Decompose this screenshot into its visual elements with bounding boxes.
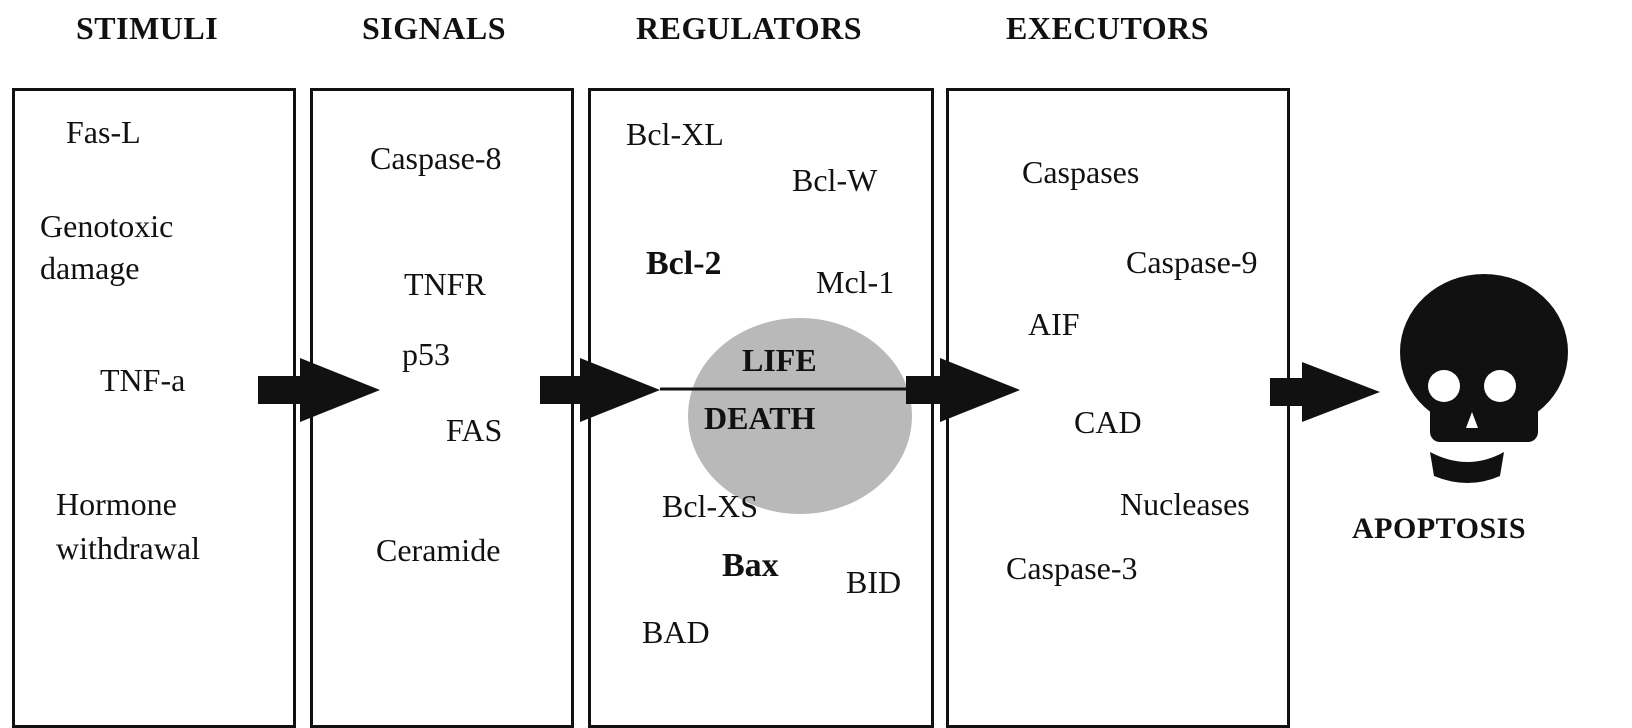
regulator-bid: BID — [846, 564, 902, 600]
arrow-right-icon — [540, 358, 660, 422]
executor-caspase-9: Caspase-9 — [1126, 244, 1258, 280]
regulator-bax: Bax — [722, 547, 779, 584]
signal-fas: FAS — [446, 412, 503, 448]
diagram-overlay — [258, 274, 1568, 483]
regulator-bcl-xl: Bcl-XL — [626, 116, 724, 152]
regulator-bcl-w: Bcl-W — [792, 162, 878, 198]
signals-box — [310, 88, 574, 728]
stimulus-genotoxic-line1: Genotoxic — [40, 208, 174, 244]
death-label: DEATH — [704, 400, 816, 436]
stimulus-fas-l: Fas-L — [66, 114, 141, 150]
outcome-apoptosis: APOPTOSIS — [1352, 512, 1526, 545]
header-regulators: REGULATORS — [636, 10, 863, 46]
stimulus-hormone-line2: withdrawal — [56, 530, 200, 566]
life-death-balance-circle — [688, 318, 912, 514]
stimuli-box — [12, 88, 296, 728]
arrow-right-icon — [258, 358, 380, 422]
executor-nucleases: Nucleases — [1120, 486, 1250, 522]
regulator-mcl-1: Mcl-1 — [816, 264, 895, 300]
header-stimuli: STIMULI — [76, 10, 219, 46]
stimulus-tnf-a: TNF-a — [100, 362, 186, 398]
signal-tnfr: TNFR — [404, 266, 486, 302]
regulator-bad: BAD — [642, 614, 710, 650]
arrow-right-icon — [906, 358, 1020, 422]
header-executors: EXECUTORS — [1006, 10, 1210, 46]
signal-p53: p53 — [402, 336, 450, 372]
skull-icon — [1400, 274, 1568, 483]
signal-caspase-8: Caspase-8 — [370, 140, 502, 176]
arrow-right-icon — [1270, 362, 1380, 422]
executor-caspase-3: Caspase-3 — [1006, 550, 1138, 586]
regulator-bcl-2: Bcl-2 — [646, 245, 722, 282]
executor-caspases: Caspases — [1022, 154, 1140, 190]
stimulus-genotoxic-line2: damage — [40, 250, 140, 286]
executor-cad: CAD — [1074, 404, 1142, 440]
signal-ceramide: Ceramide — [376, 532, 501, 568]
executor-aif: AIF — [1028, 306, 1080, 342]
life-label: LIFE — [742, 342, 817, 378]
header-signals: SIGNALS — [362, 10, 506, 46]
regulator-bcl-xs: Bcl-XS — [662, 488, 758, 524]
stimulus-hormone-line1: Hormone — [56, 486, 177, 522]
